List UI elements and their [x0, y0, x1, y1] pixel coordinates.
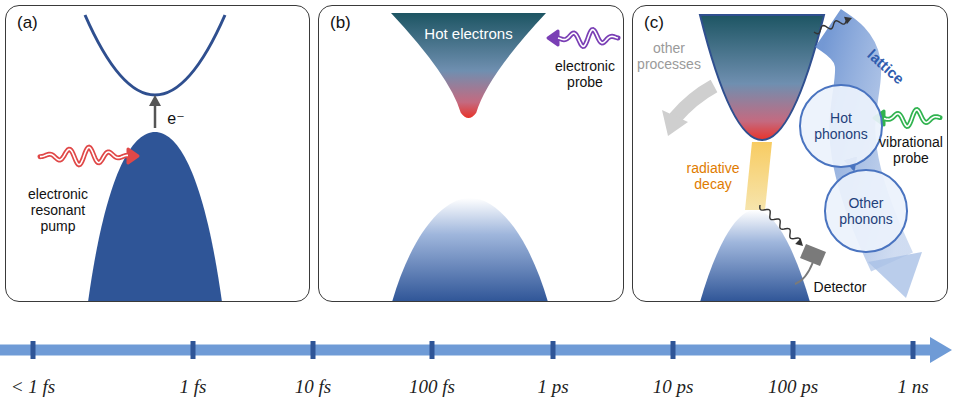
arrow-head: [662, 110, 688, 136]
hot-electron-distribution: Hot electrons: [391, 13, 546, 118]
other-processes-arrow: [675, 86, 714, 118]
conduction-band: [85, 15, 225, 95]
time-label: 100 fs: [392, 376, 472, 398]
process-label: other processes: [636, 40, 702, 72]
tick: [791, 341, 796, 359]
tick: [430, 341, 435, 359]
phonon-circle: Hot phonons: [799, 84, 882, 167]
detector: [795, 244, 826, 284]
time-label: 1 fs: [153, 376, 233, 398]
wave-packet: [40, 147, 138, 164]
arrow-head: [149, 95, 161, 106]
radiative-decay-band: [745, 142, 772, 210]
valence-band: [700, 210, 810, 302]
time-label: 100 ps: [753, 376, 833, 398]
time-label: 10 ps: [633, 376, 713, 398]
node-label: Other phonons: [833, 195, 899, 227]
node-label: (c): [644, 13, 664, 33]
probe-label: vibrational probe: [878, 134, 944, 166]
tick: [911, 341, 916, 359]
node-label: Hot phonons: [808, 110, 874, 142]
tick: [551, 341, 556, 359]
detector-label: Detector: [806, 279, 874, 295]
panel: Hot electrons (b): [318, 5, 624, 302]
wave-packet: [874, 110, 940, 127]
pump-label: electronic resonant pump: [16, 186, 100, 234]
time-label: 1 ps: [513, 376, 593, 398]
lattice-arrow-head: [868, 252, 922, 298]
node-label: (b): [330, 13, 351, 33]
excitation-arrow: [154, 103, 157, 128]
valence-band: [88, 132, 222, 302]
flow-arrow: [852, 168, 856, 169]
panel: (a): [5, 5, 310, 302]
valence-band: [392, 198, 548, 302]
time-label: < 1 fs: [0, 376, 73, 398]
time-label: 10 fs: [273, 376, 353, 398]
time-ticks: [31, 341, 916, 359]
node-label: (a): [17, 13, 38, 33]
tick: [191, 341, 196, 359]
photon: [814, 17, 852, 34]
tick: [311, 341, 316, 359]
tick: [671, 341, 676, 359]
probe-label: electronic probe: [548, 58, 622, 90]
arrow-head: [930, 337, 952, 363]
decay-label: radiative decay: [684, 160, 742, 192]
node-label: Hot electrons: [391, 25, 546, 42]
lattice-label: lattice: [859, 41, 912, 91]
tick: [31, 341, 36, 359]
wave-packet: [548, 30, 618, 47]
phonon-circle: Other phonons: [824, 169, 907, 252]
time-label: 1 ns: [873, 376, 953, 398]
photon: [760, 205, 803, 246]
charge-label: e⁻: [163, 110, 189, 128]
